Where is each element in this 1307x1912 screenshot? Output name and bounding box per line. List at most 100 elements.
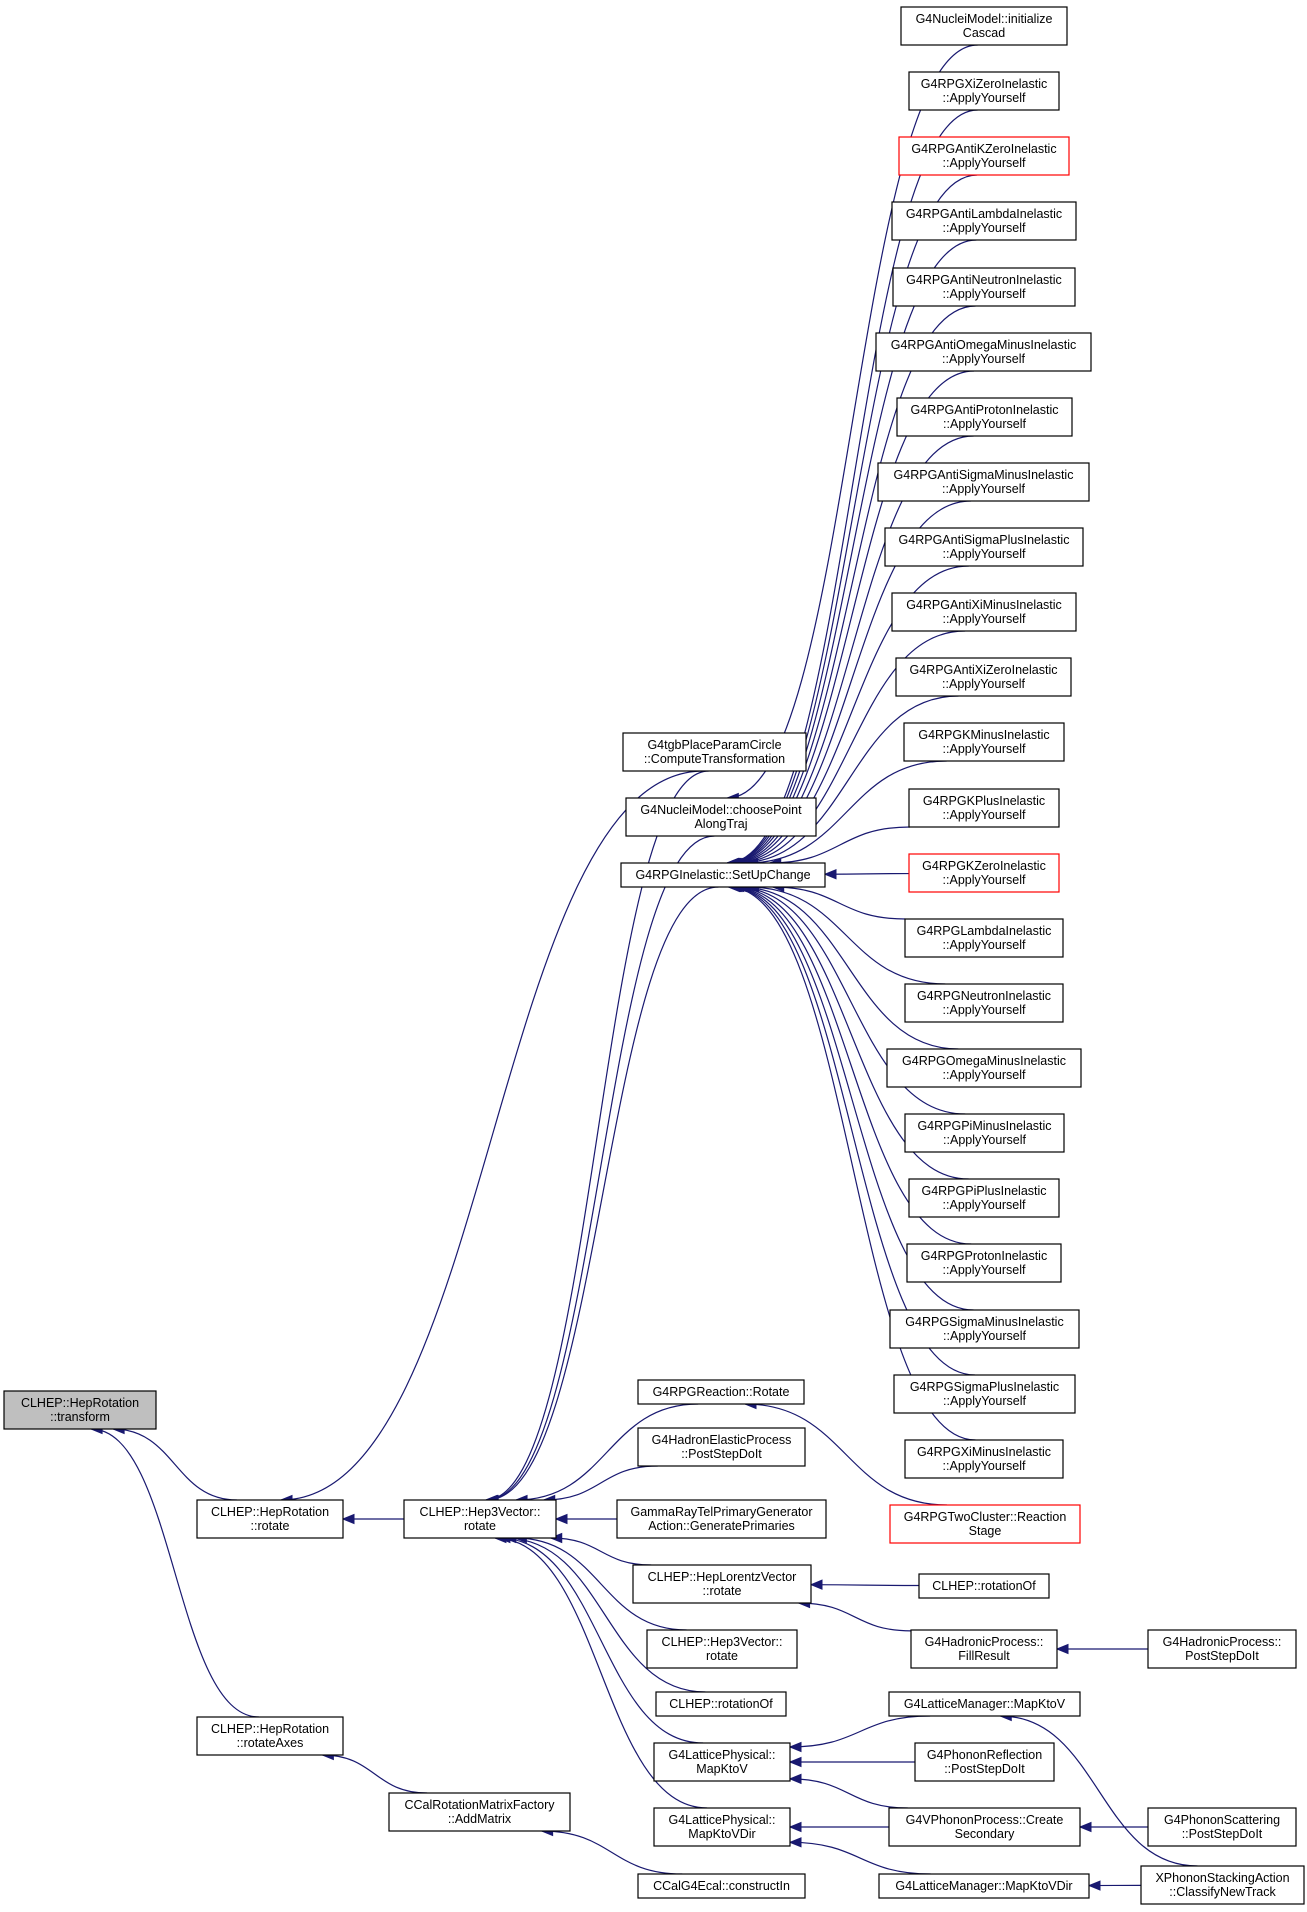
node-label-line: G4HadronElasticProcess <box>652 1433 792 1447</box>
node-box <box>655 1691 787 1717</box>
call-edge-piminus-to-setupchange <box>735 886 966 1115</box>
node-lp_mapktovdir[interactable]: G4LatticePhysical::MapKtoVDir <box>653 1807 791 1847</box>
node-phononscattering[interactable]: G4PhononScattering::PostStepDoIt <box>1147 1807 1297 1847</box>
node-lambda[interactable]: G4RPGLambdaInelastic::ApplyYourself <box>904 918 1064 958</box>
node-label-line: ::PostStepDoIt <box>1182 1827 1263 1841</box>
node-phononreflection[interactable]: G4PhononReflection::PostStepDoIt <box>914 1742 1055 1782</box>
node-h3_rotate2[interactable]: CLHEP::Hep3Vector::rotate <box>646 1629 798 1669</box>
node-antiproton[interactable]: G4RPGAntiProtonInelastic::ApplyYourself <box>896 397 1073 437</box>
node-box <box>904 1439 1064 1479</box>
node-box <box>388 1792 571 1832</box>
arrowhead <box>788 1741 802 1753</box>
node-box <box>908 788 1060 828</box>
node-ximinus[interactable]: G4RPGXiMinusInelastic::ApplyYourself <box>904 1439 1064 1479</box>
call-edge-kplus-to-setupchange <box>769 826 910 864</box>
node-label-line: ::ApplyYourself <box>942 352 1025 366</box>
node-h3_rotate[interactable]: CLHEP::Hep3Vector::rotate <box>403 1499 557 1539</box>
call-edge-rotationof2-to-lorentz <box>810 1584 920 1587</box>
call-edge-twocluster-to-rpgreaction <box>744 1403 948 1506</box>
node-antisigmaplus[interactable]: G4RPGAntiSigmaPlusInelastic::ApplyYourse… <box>884 527 1084 567</box>
node-label-line: Secondary <box>955 1827 1016 1841</box>
arrowhead <box>788 1837 802 1848</box>
node-antikzero[interactable]: G4RPGAntiKZeroInelastic::ApplyYourself <box>898 136 1070 176</box>
node-kplus[interactable]: G4RPGKPlusInelastic::ApplyYourself <box>908 788 1060 828</box>
node-xizero[interactable]: G4RPGXiZeroInelastic::ApplyYourself <box>908 71 1060 111</box>
node-ccal_addmatrix[interactable]: CCalRotationMatrixFactory::AddMatrix <box>388 1792 571 1832</box>
node-box <box>891 592 1077 632</box>
node-antiomega[interactable]: G4RPGAntiOmegaMinusInelastic::ApplyYours… <box>875 332 1092 372</box>
node-antineutron[interactable]: G4RPGAntiNeutronInelastic::ApplyYourself <box>892 267 1076 307</box>
call-edge-ccalg4ecal-to-ccal_addmatrix <box>541 1830 683 1875</box>
node-sigmaminus[interactable]: G4RPGSigmaMinusInelastic::ApplyYourself <box>889 1309 1080 1349</box>
node-label-line: G4LatticePhysical:: <box>669 1813 776 1827</box>
node-omegaminus[interactable]: G4RPGOmegaMinusInelastic::ApplyYourself <box>886 1048 1082 1088</box>
node-antisigmaminus[interactable]: G4RPGAntiSigmaMinusInelastic::ApplyYours… <box>877 462 1090 502</box>
node-setupchange[interactable]: G4RPGInelastic::SetUpChange <box>620 862 826 888</box>
node-box <box>892 267 1076 307</box>
node-antixizero[interactable]: G4RPGAntiXiZeroInelastic::ApplyYourself <box>895 657 1072 697</box>
call-edge-g4tgb-to-hr_rotate <box>281 770 704 1501</box>
node-label-line: ::ApplyYourself <box>943 417 1026 431</box>
node-box <box>637 1873 806 1899</box>
node-xphonon[interactable]: XPhononStackingAction::ClassifyNewTrack <box>1140 1865 1305 1905</box>
node-lorentz[interactable]: CLHEP::HepLorentzVector::rotate <box>632 1564 812 1604</box>
node-root[interactable]: CLHEP::HepRotation::transform <box>3 1390 157 1430</box>
node-hadronelastic[interactable]: G4HadronElasticProcess::PostStepDoIt <box>637 1427 806 1467</box>
node-ccalg4ecal[interactable]: CCalG4Ecal::constructIn <box>637 1873 806 1899</box>
node-label-line: GammaRayTelPrimaryGenerator <box>631 1505 813 1519</box>
node-piminus[interactable]: G4RPGPiMinusInelastic::ApplyYourself <box>904 1113 1065 1153</box>
node-label-line: G4RPGAntiOmegaMinusInelastic <box>891 338 1077 352</box>
node-label-line: ::rotate <box>251 1519 290 1533</box>
node-gammaray[interactable]: GammaRayTelPrimaryGeneratorAction::Gener… <box>616 1499 827 1539</box>
node-antiximinus[interactable]: G4RPGAntiXiMinusInelastic::ApplyYourself <box>891 592 1077 632</box>
node-box <box>3 1390 157 1430</box>
node-lm_mapktov[interactable]: G4LatticeManager::MapKtoV <box>888 1691 1081 1717</box>
node-hr_rotate[interactable]: CLHEP::HepRotation::rotate <box>196 1499 344 1539</box>
node-rotationof2[interactable]: CLHEP::rotationOf <box>918 1573 1050 1599</box>
node-fillresult[interactable]: G4HadronicProcess::FillResult <box>910 1629 1058 1669</box>
node-piplus[interactable]: G4RPGPiPlusInelastic::ApplyYourself <box>908 1178 1060 1218</box>
node-label-line: G4RPGLambdaInelastic <box>917 924 1052 938</box>
node-sigmaplus[interactable]: G4RPGSigmaPlusInelastic::ApplyYourself <box>893 1374 1076 1414</box>
node-box <box>884 527 1084 567</box>
node-rotationof1[interactable]: CLHEP::rotationOf <box>655 1691 787 1717</box>
call-edge-fillresult-to-lorentz <box>798 1602 912 1632</box>
node-box <box>898 136 1070 176</box>
node-box <box>896 397 1073 437</box>
node-lp_mapktov[interactable]: G4LatticePhysical::MapKtoV <box>653 1742 791 1782</box>
node-g4tgb[interactable]: G4tgbPlaceParamCircle::ComputeTransforma… <box>622 732 807 772</box>
node-kminus[interactable]: G4RPGKMinusInelastic::ApplyYourself <box>903 722 1065 762</box>
arrowhead <box>788 1821 802 1833</box>
call-edge-antiximinus-to-setupchange <box>734 630 966 864</box>
node-label-line: CLHEP::HepRotation <box>211 1505 329 1519</box>
call-edge-rotationof1-to-h3_rotate <box>504 1537 706 1693</box>
node-neutron[interactable]: G4RPGNeutronInelastic::ApplyYourself <box>904 983 1064 1023</box>
node-label-line: G4NucleiModel::initialize <box>916 12 1053 26</box>
call-edge-lp_mapktov-to-h3_rotate <box>498 1537 704 1744</box>
node-rpgreaction[interactable]: G4RPGReaction::Rotate <box>637 1379 805 1405</box>
node-kzero[interactable]: G4RPGKZeroInelastic::ApplyYourself <box>908 853 1060 893</box>
node-hadronic_poststep[interactable]: G4HadronicProcess::PostStepDoIt <box>1147 1629 1297 1669</box>
node-label-line: G4RPGXiZeroInelastic <box>921 77 1047 91</box>
node-box <box>878 1873 1090 1899</box>
node-label-line: ::PostStepDoIt <box>681 1447 762 1461</box>
node-hr_rotateAxes[interactable]: CLHEP::HepRotation::rotateAxes <box>196 1716 344 1756</box>
node-proton[interactable]: G4RPGProtonInelastic::ApplyYourself <box>906 1243 1062 1283</box>
node-label-line: G4RPGSigmaMinusInelastic <box>905 1315 1063 1329</box>
node-label-line: G4RPGKMinusInelastic <box>918 728 1049 742</box>
node-box <box>625 797 817 837</box>
node-label-line: ::ApplyYourself <box>943 742 1026 756</box>
call-edge-kzero-to-setupchange <box>824 872 910 875</box>
node-lm_mapktovdir[interactable]: G4LatticeManager::MapKtoVDir <box>878 1873 1090 1899</box>
arrowhead <box>809 1579 823 1590</box>
node-label-line: MapKtoVDir <box>688 1827 755 1841</box>
node-label-line: G4RPGAntiNeutronInelastic <box>906 273 1062 287</box>
node-box <box>1147 1807 1297 1847</box>
call-edge-proton-to-setupchange <box>731 886 972 1245</box>
node-antilambda[interactable]: G4RPGAntiLambdaInelastic::ApplyYourself <box>891 201 1077 241</box>
call-edge-ccal_addmatrix-to-hr_rotateAxes <box>322 1754 428 1794</box>
